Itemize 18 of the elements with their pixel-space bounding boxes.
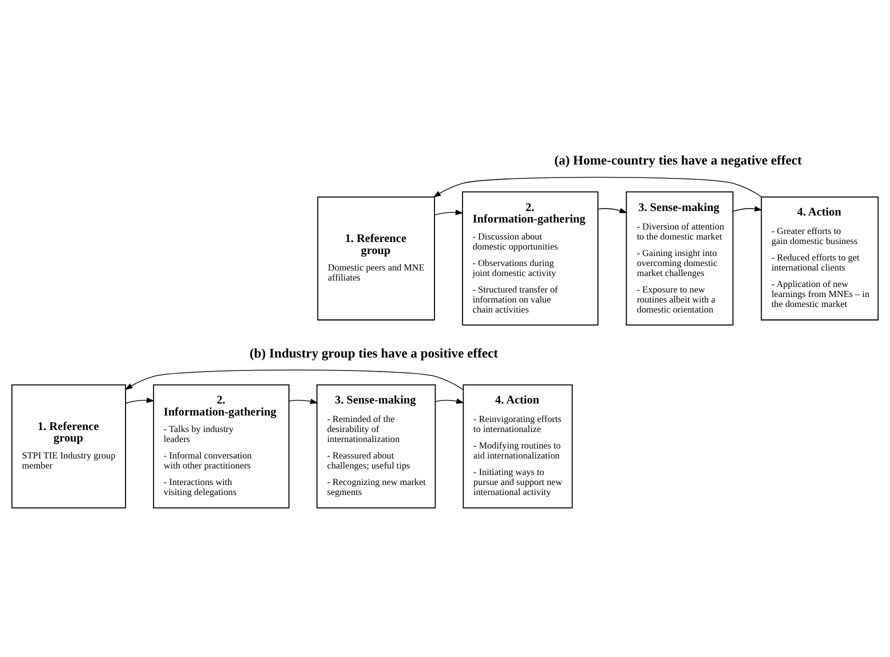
arrow — [433, 176, 762, 198]
arrow — [288, 398, 318, 404]
node-box: 2. Information-gathering - Discussion about domestic opportunities - Observations during joint domestic activity - Structured transfer of information on value chain activities — [462, 191, 598, 326]
arrow — [732, 206, 762, 212]
node-box: 3. Sense-making - Diversion of attention to the domestic market - Gaining insight into overcoming domestic market challenges - Exposure to new routines albeit with a domestic orientation — [626, 191, 734, 326]
node-box: 1. Reference group Domestic peers and MNE affiliates — [317, 196, 435, 320]
node-box: 4. Action - Greater efforts to gain domestic business - Reduced efforts to get international clients - Application of new learnings from MNEs – in the domestic market — [760, 196, 879, 320]
node-box: 3. Sense-making - Reminded of the desirability of internationalization - Reassured about challenges; useful tips - Recognizing new market segments — [316, 384, 436, 508]
node-box: 4. Action - Reinvigorating efforts to internationalize - Modifying routines to aid internationalization - Initiating ways to pursue and support new international activity — [462, 384, 573, 508]
arrow — [125, 398, 154, 404]
label: (b) Industry group ties have a positive effect — [250, 345, 498, 360]
arrow — [598, 208, 628, 214]
arrow — [124, 370, 464, 390]
arrow — [434, 398, 464, 404]
node-box: 1. Reference group STPI TIE Industry group member — [11, 384, 126, 508]
node-box: 2. Information-gathering - Talks by industry leaders - Informal conversation with other practitioners - Interactions with visiting delegations — [153, 384, 290, 508]
arrow — [434, 210, 464, 216]
label: (a) Home-country ties have a negative effect — [554, 152, 802, 168]
